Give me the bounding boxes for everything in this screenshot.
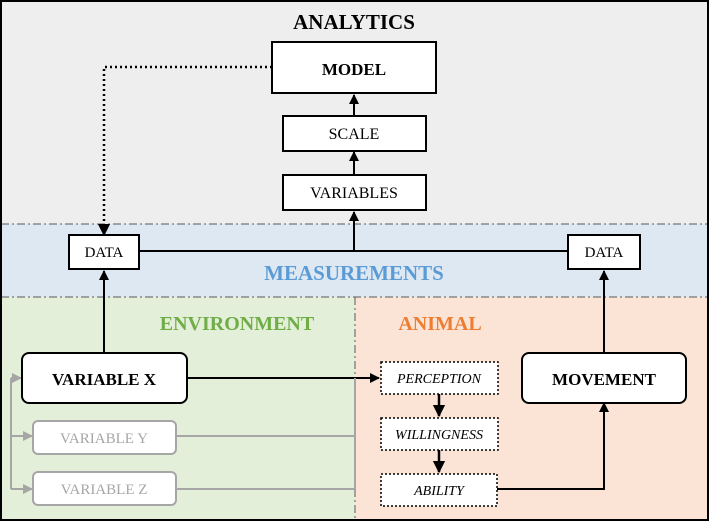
- variables-label: VARIABLES: [310, 185, 398, 202]
- scale-box: [282, 115, 427, 152]
- ability-to-movement-arrow: [497, 402, 609, 490]
- movement-label: MOVEMENT: [552, 370, 657, 389]
- data-box-left: [68, 234, 140, 270]
- environment-title: ENVIRONMENT: [160, 313, 315, 335]
- data-right-label: DATA: [585, 245, 624, 261]
- ability-label: ABILITY: [413, 484, 466, 499]
- perception-box: [380, 361, 499, 395]
- variable-y-box: [32, 420, 177, 455]
- model-label: MODEL: [322, 60, 386, 79]
- perception-label: PERCEPTION: [396, 372, 482, 387]
- model-to-data-dotted-arrow: [97, 65, 272, 237]
- data-box-right: [567, 234, 641, 270]
- variable-x-box: [21, 352, 188, 404]
- variables-box: [282, 174, 427, 211]
- animal-title: ANIMAL: [398, 313, 481, 335]
- willingness-box: [380, 417, 499, 451]
- variable-z-label: VARIABLE Z: [61, 482, 148, 498]
- willingness-label: WILLINGNESS: [395, 428, 483, 443]
- variable-y-label: VARIABLE Y: [60, 431, 148, 447]
- variable-z-box: [32, 471, 177, 506]
- model-box: [271, 41, 437, 94]
- data-left-label: DATA: [85, 245, 124, 261]
- measurements-title: MEASUREMENTS: [264, 261, 444, 285]
- analytics-title: ANALYTICS: [293, 10, 415, 34]
- ability-box: [380, 473, 498, 507]
- scale-label: SCALE: [329, 126, 380, 143]
- movement-box: [521, 352, 687, 404]
- variable-x-label: VARIABLE X: [52, 370, 157, 389]
